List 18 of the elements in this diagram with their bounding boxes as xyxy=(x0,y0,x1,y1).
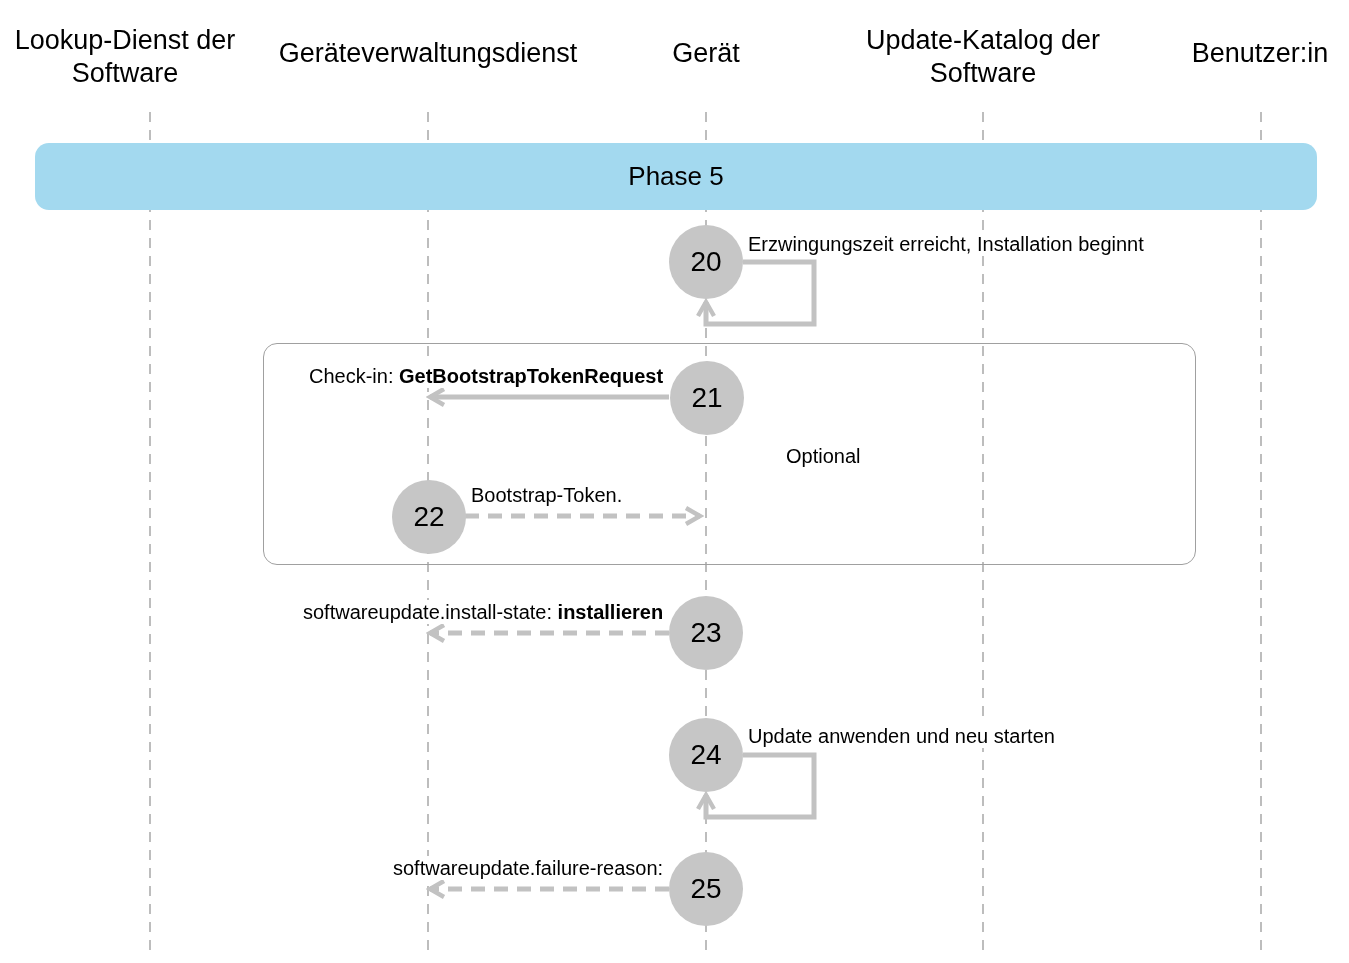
arrow xyxy=(695,259,817,327)
phase-band: Phase 5 xyxy=(35,143,1317,210)
edge-label: Update anwenden und neu starten xyxy=(748,724,1055,748)
arrow xyxy=(427,622,669,644)
step-circle: 25 xyxy=(669,852,743,926)
edge-label: softwareupdate.failure-reason: xyxy=(393,856,664,880)
step-circle: 21 xyxy=(670,361,744,435)
arrow xyxy=(427,386,669,408)
step-circle: 20 xyxy=(669,225,743,299)
edge-label: softwareupdate.install-state: installieren xyxy=(303,600,664,624)
step-circle: 24 xyxy=(669,718,743,792)
edge-label: Check-in: GetBootstrapTokenRequest xyxy=(309,364,664,388)
arrow xyxy=(427,878,669,900)
arrow xyxy=(465,505,703,527)
step-circle: 22 xyxy=(392,480,466,554)
step-circle: 23 xyxy=(669,596,743,670)
arrow xyxy=(695,752,817,820)
frame-label: Optional xyxy=(786,445,861,468)
